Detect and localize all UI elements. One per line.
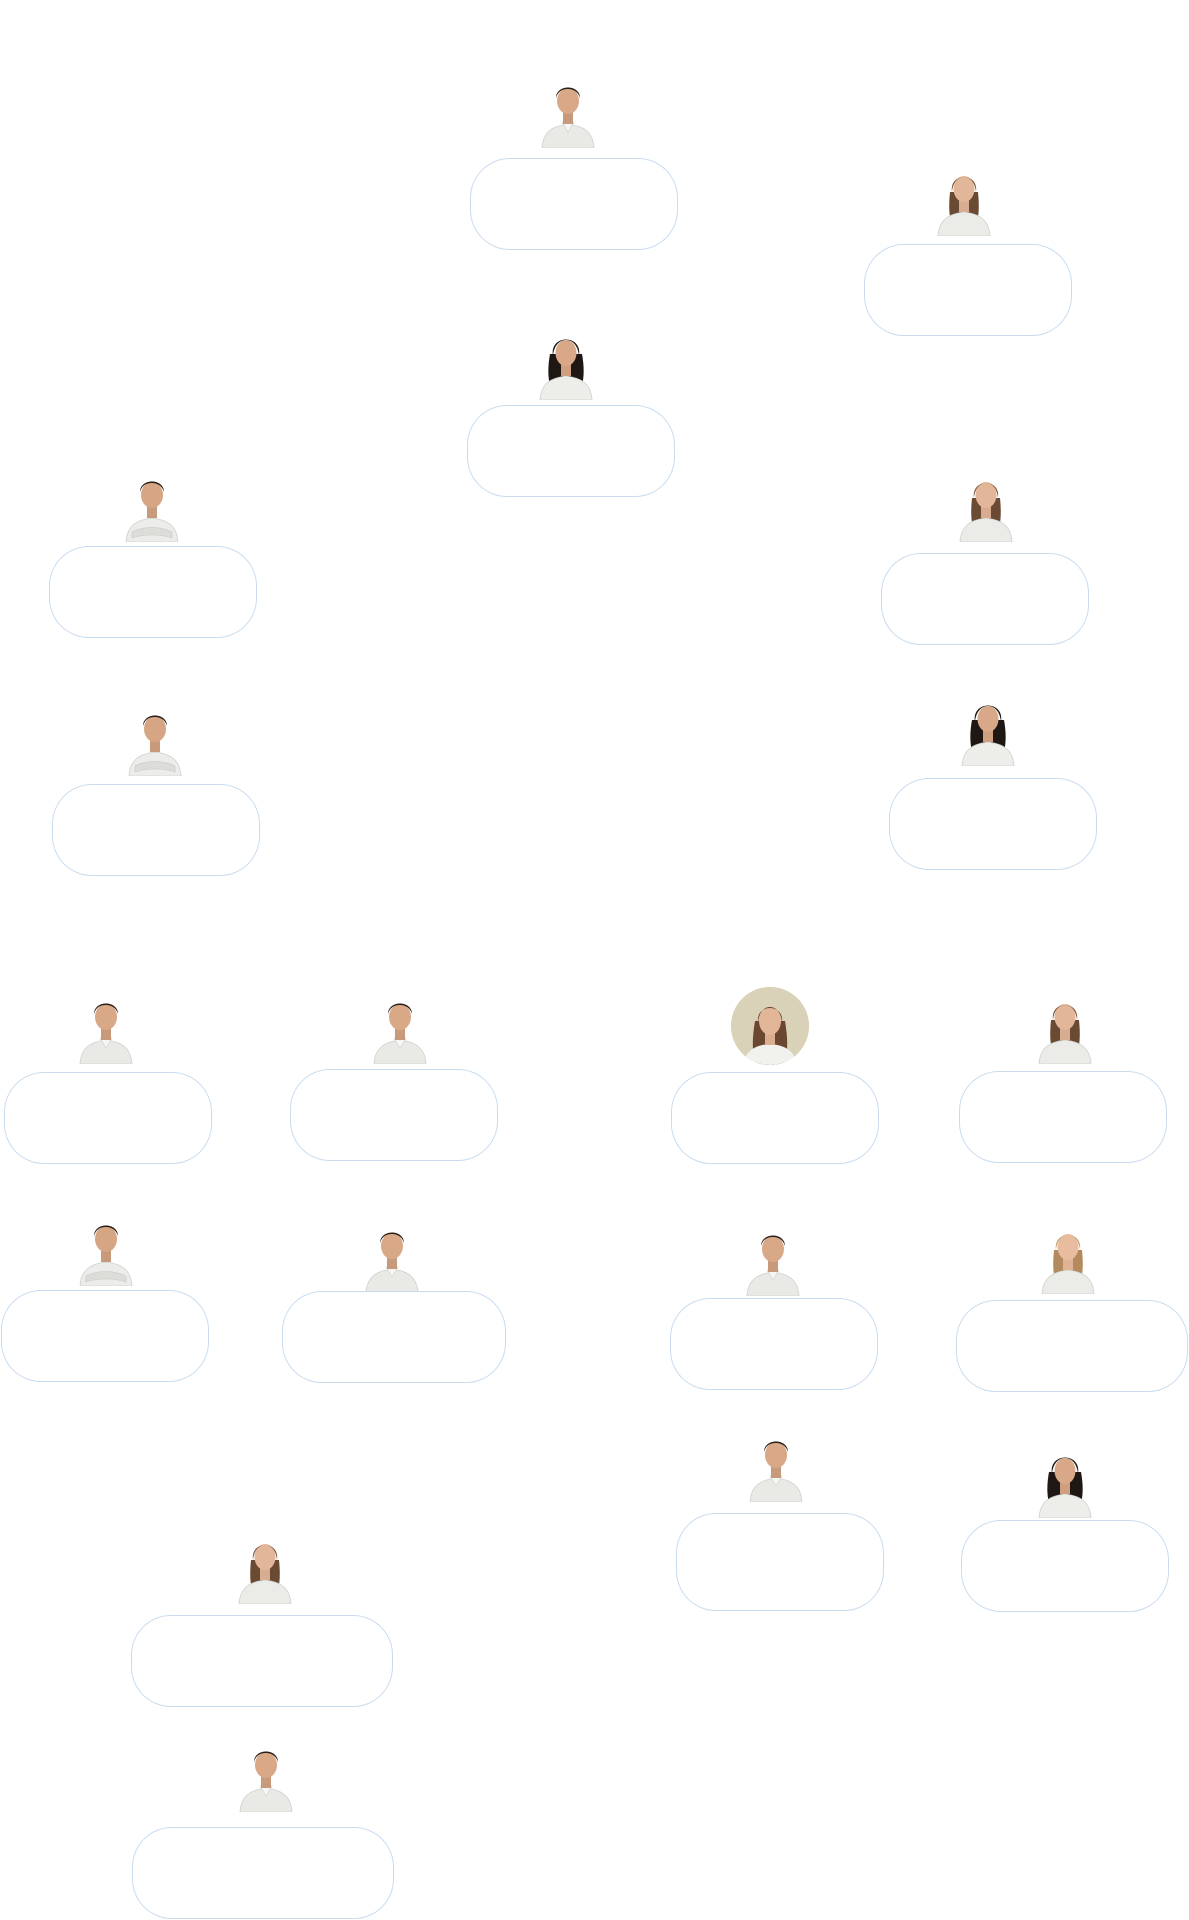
member-info-card[interactable]	[671, 1072, 879, 1164]
man-young-icon	[236, 1738, 296, 1812]
man-dark-hair-icon	[538, 74, 598, 148]
member-info-card[interactable]	[959, 1071, 1167, 1163]
member-info-card[interactable]	[864, 244, 1072, 336]
man-pocket-shirt-icon	[743, 1222, 803, 1296]
member-info-card[interactable]	[1, 1290, 209, 1382]
woman-smiling-icon	[1035, 990, 1095, 1064]
man-smiling-icon	[746, 1428, 806, 1502]
member-info-card[interactable]	[282, 1291, 506, 1383]
member-info-card[interactable]	[956, 1300, 1188, 1392]
member-info-card[interactable]	[49, 546, 257, 638]
member-info-card[interactable]	[961, 1520, 1169, 1612]
member-info-card[interactable]	[290, 1069, 498, 1161]
woman-long-hair-icon	[956, 468, 1016, 542]
member-info-card[interactable]	[881, 553, 1089, 645]
woman-long-hair-icon	[235, 1530, 295, 1604]
man-open-collar-icon	[362, 1219, 422, 1293]
man-short-hair-icon	[76, 990, 136, 1064]
member-info-card[interactable]	[676, 1513, 884, 1611]
member-info-card[interactable]	[670, 1298, 878, 1390]
man-smiling-icon	[370, 990, 430, 1064]
member-info-card[interactable]	[470, 158, 678, 250]
member-info-card[interactable]	[889, 778, 1097, 870]
woman-blonde-hair-icon	[1038, 1220, 1098, 1294]
woman-round-photo-icon	[731, 987, 809, 1065]
member-info-card[interactable]	[132, 1827, 394, 1919]
woman-dark-long-hair-icon	[1035, 1444, 1095, 1518]
member-info-card[interactable]	[52, 784, 260, 876]
man-arms-crossed-icon	[122, 468, 182, 542]
man-beard-arms-crossed-icon	[125, 702, 185, 776]
woman-curly-hair-icon	[536, 326, 596, 400]
woman-hands-on-hips-icon	[958, 692, 1018, 766]
woman-auburn-hair-icon	[934, 162, 994, 236]
man-arms-crossed-icon	[76, 1212, 136, 1286]
member-info-card[interactable]	[4, 1072, 212, 1164]
member-info-card[interactable]	[131, 1615, 393, 1707]
member-info-card[interactable]	[467, 405, 675, 497]
